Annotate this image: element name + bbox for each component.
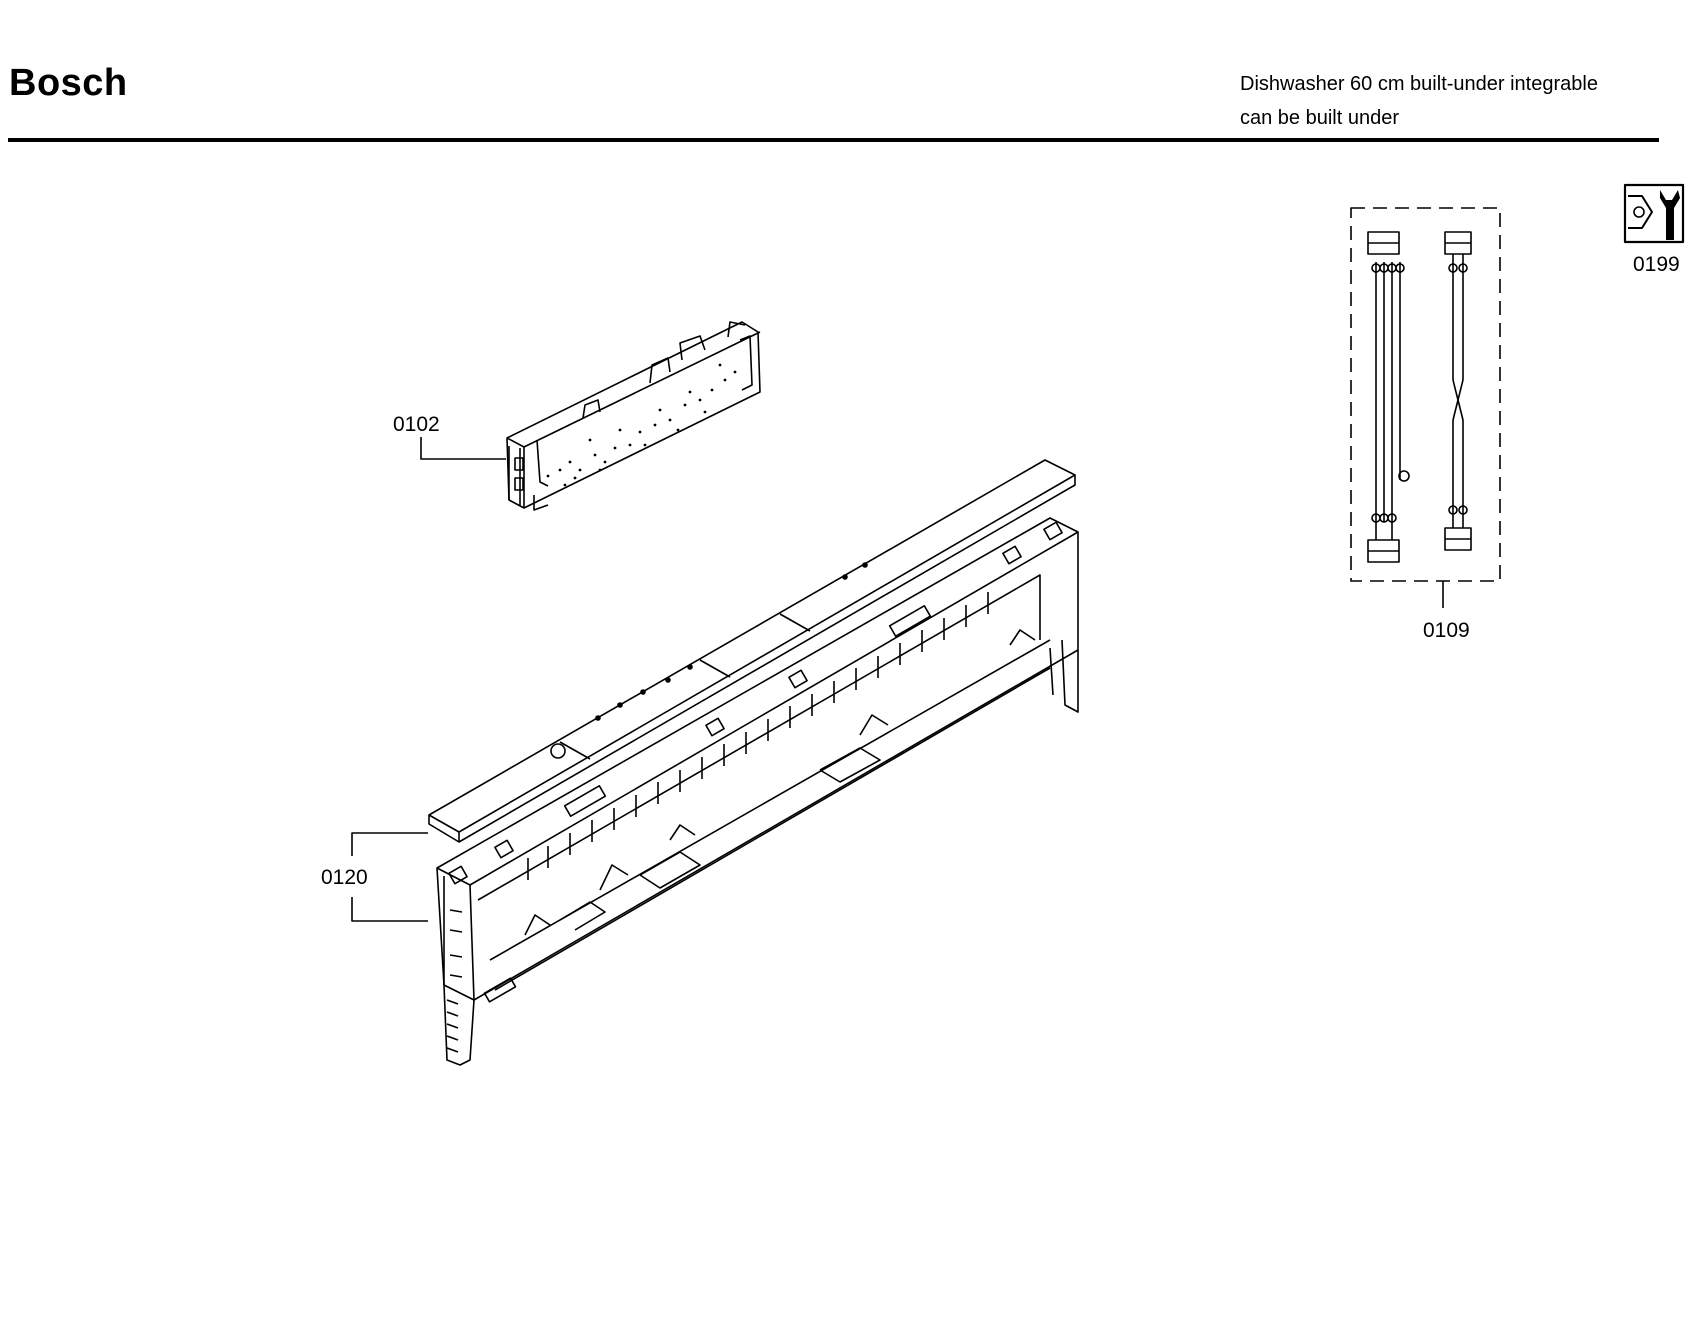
description-line-2: can be built under [1240,107,1400,129]
cable-harness-part [1350,207,1501,582]
description-line-1: Dishwasher 60 cm built-under integrable [1240,73,1598,95]
part-label-0109: 0109 [1423,619,1470,642]
model-description: Dishwasher 60 cm built-under integrable … [1240,67,1598,135]
header-divider [8,138,1659,142]
brand-title: Bosch [9,62,128,104]
part-label-0120: 0120 [321,866,368,889]
control-panel-frame-part [428,459,1079,1066]
leader-line-0120-top [351,832,428,856]
control-module-part [506,321,761,511]
part-label-0199: 0199 [1633,253,1680,276]
wrench-nut-icon [1623,183,1685,244]
part-label-0102: 0102 [393,413,440,436]
leader-line-0102 [420,437,506,460]
leader-line-0120-bottom [351,897,428,922]
